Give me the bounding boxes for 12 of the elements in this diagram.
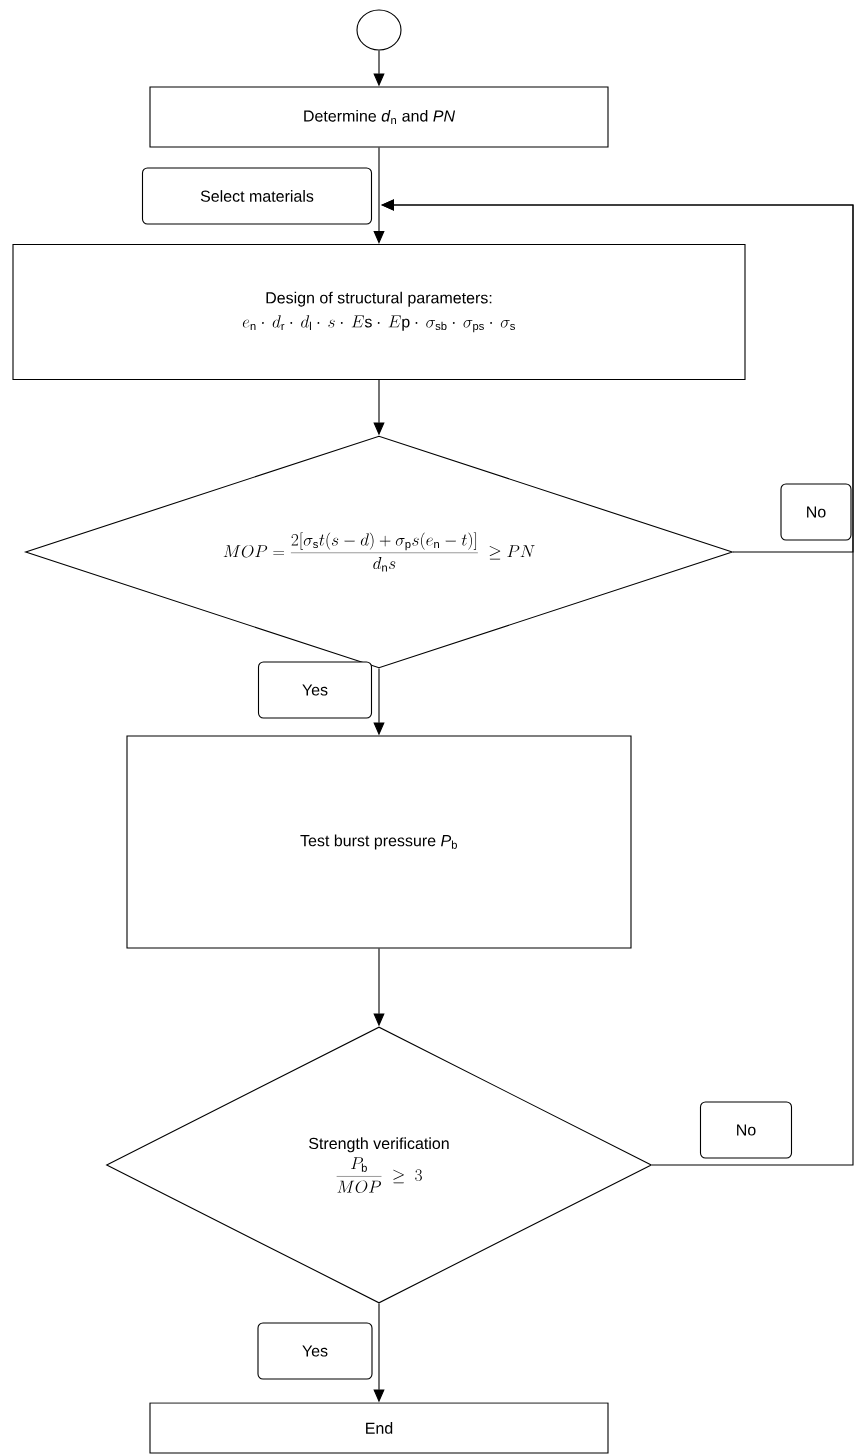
edge-label: No <box>699 1101 793 1159</box>
edge-label: Yes <box>257 1322 373 1380</box>
edge-label: Yes <box>257 661 373 719</box>
process-box: Design of structural parameters: $e_{\mathrm{n}}\cdot\, d_{\mathrm{r}}\cdot\, d_{\mathrm{l}}\cdot\, s\cdot\, E\mathrm{s}\cdot\, E\mathrm{p}\cdot\, \sigma_{\mathrm{sb}}\cdot\, \sigma_{\mathrm{ps}}\cdot\, \sigma_{\mathrm{s}}$ <box>12 243 746 381</box>
process-box: End <box>149 1402 609 1454</box>
process-box: Test burst pressure P$_{b}$ <box>126 735 632 949</box>
start-circle <box>356 9 402 51</box>
edge-label: No <box>780 483 852 541</box>
process-box: Determine d$_{n}$ and PN <box>149 86 609 148</box>
arrow <box>373 147 385 244</box>
arrow <box>381 199 854 1166</box>
edge-label: Select materials <box>141 167 373 225</box>
